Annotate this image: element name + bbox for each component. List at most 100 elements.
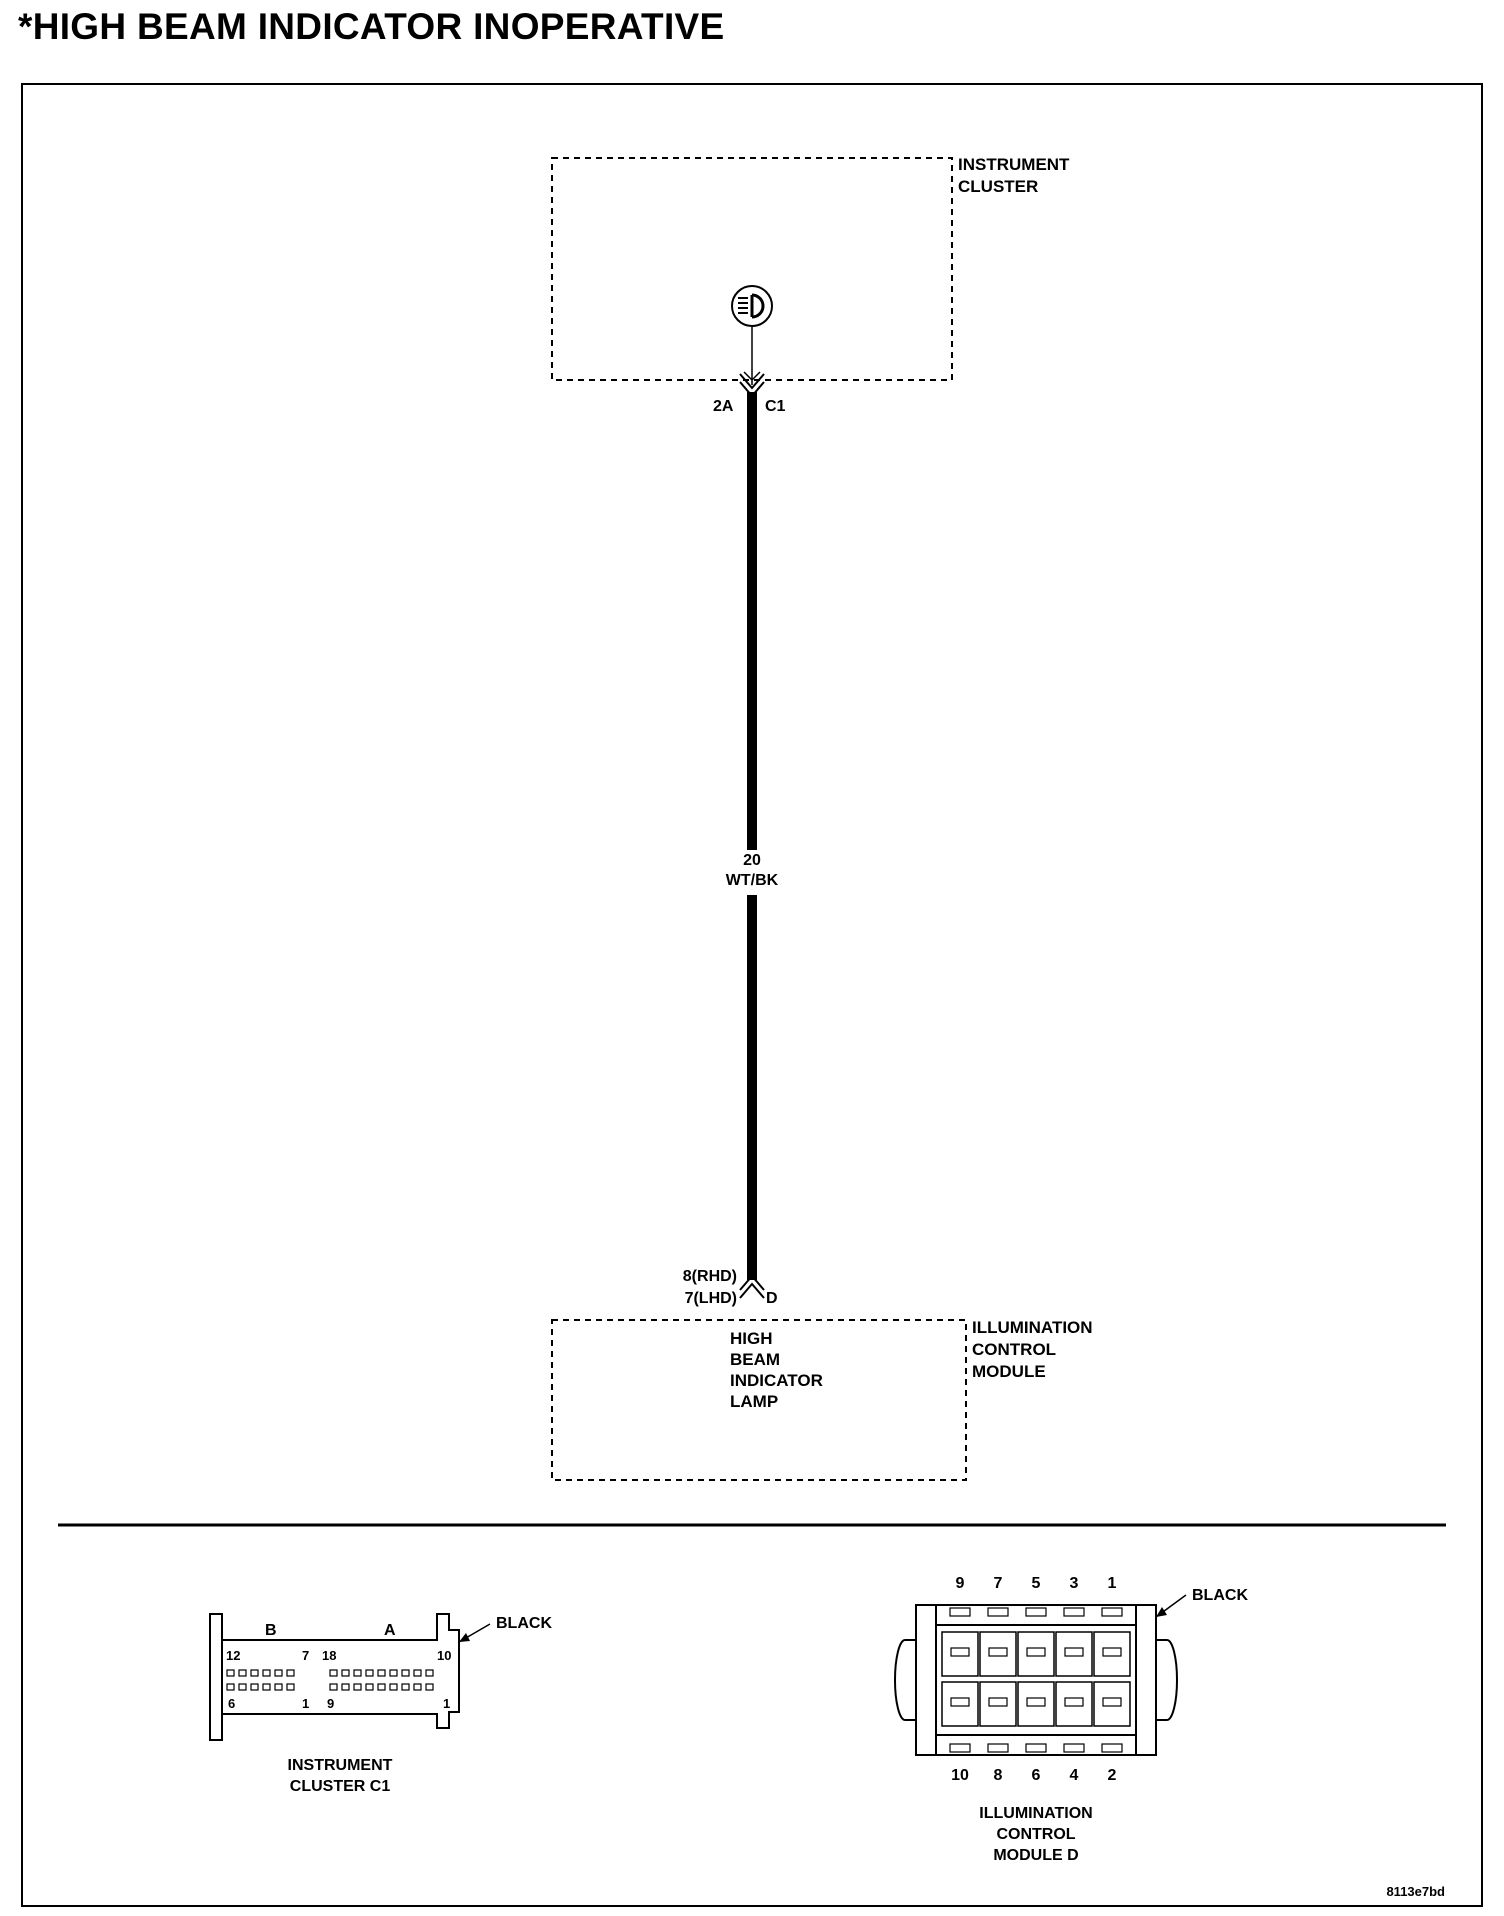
connector-bottom-id: D <box>766 1290 778 1307</box>
illumination-module-box <box>551 1319 967 1481</box>
c1-section-b: B <box>265 1622 277 1639</box>
c1-pin-1b: 1 <box>302 1696 309 1711</box>
c1-pin-cavity <box>341 1669 350 1677</box>
instrument-cluster-label-2: CLUSTER <box>958 177 1038 196</box>
d-pin-cell <box>1017 1681 1055 1727</box>
instrument-cluster-c1-connector <box>209 1613 460 1741</box>
d-top-pin-label: 7 <box>994 1575 1003 1592</box>
c1-pin-cavity <box>365 1669 374 1677</box>
d-color-label: BLACK <box>1192 1587 1248 1604</box>
d-bottom-pin-label: 10 <box>951 1767 969 1784</box>
wire-color: WT/BK <box>726 872 779 889</box>
c1-pin-cavity <box>250 1683 259 1691</box>
d-pin-slot <box>1102 1697 1122 1707</box>
c1-section-a: A <box>384 1622 396 1639</box>
c1-pin-cavity <box>238 1683 247 1691</box>
d-pin-slot <box>950 1697 970 1707</box>
connector-top-pin: 2A <box>713 398 734 415</box>
c1-pin-10: 10 <box>437 1648 451 1663</box>
d-top-pin-label: 3 <box>1070 1575 1079 1592</box>
d-latch-nub <box>949 1607 971 1617</box>
d-latch-nub <box>1025 1607 1047 1617</box>
c1-caption-2: CLUSTER C1 <box>290 1778 391 1795</box>
d-top-pin-label: 9 <box>956 1575 965 1592</box>
d-pin-cell <box>941 1681 979 1727</box>
lamp-label-1: HIGH <box>730 1329 773 1348</box>
c1-pin-cavity <box>262 1683 271 1691</box>
lamp-label-2: BEAM <box>730 1350 780 1369</box>
connector-d-chevron <box>739 1274 765 1299</box>
d-caption-1: ILLUMINATION <box>979 1805 1092 1822</box>
d-bottom-pin-label: 4 <box>1070 1767 1079 1784</box>
d-top-pin-label: 5 <box>1032 1575 1041 1592</box>
d-pin-cell <box>979 1631 1017 1677</box>
c1-color-pointer <box>458 1623 491 1643</box>
c1-pin-cavity <box>401 1683 410 1691</box>
d-pin-cell <box>1093 1631 1131 1677</box>
d-pin-slot <box>988 1647 1008 1657</box>
d-pin-cell <box>1055 1631 1093 1677</box>
c1-pin-1a: 1 <box>443 1696 450 1711</box>
d-pin-cell <box>1017 1631 1055 1677</box>
high-beam-lamp-icon <box>731 285 773 327</box>
instrument-cluster-label-1: INSTRUMENT <box>958 155 1070 174</box>
d-pin-slot <box>1026 1697 1046 1707</box>
c1-pin-cavity <box>425 1669 434 1677</box>
illumination-module-label-1: ILLUMINATION <box>972 1318 1093 1337</box>
c1-pin-cavity <box>365 1683 374 1691</box>
d-bottom-pin-label: 6 <box>1032 1767 1041 1784</box>
illumination-module-d-connector <box>894 1604 1178 1756</box>
d-pin-slot <box>988 1697 1008 1707</box>
d-pin-slot <box>1102 1647 1122 1657</box>
d-latch-nub <box>987 1607 1009 1617</box>
c1-pin-cavity <box>353 1669 362 1677</box>
d-caption-2: CONTROL <box>996 1826 1075 1843</box>
d-pin-cell <box>1093 1681 1131 1727</box>
c1-pin-cavity <box>262 1669 271 1677</box>
d-pin-cell <box>941 1631 979 1677</box>
d-pin-slot <box>950 1647 970 1657</box>
connector-top-id: C1 <box>765 398 786 415</box>
instrument-cluster-box <box>551 157 953 381</box>
c1-pin-6: 6 <box>228 1696 235 1711</box>
d-pin-slot <box>1064 1647 1084 1657</box>
d-latch-nub <box>949 1743 971 1753</box>
c1-pin-cavity <box>329 1669 338 1677</box>
c1-pin-cavity <box>226 1683 235 1691</box>
d-bottom-pin-label: 8 <box>994 1767 1003 1784</box>
c1-pin-cavity <box>401 1669 410 1677</box>
c1-pin-cavity <box>250 1669 259 1677</box>
c1-pin-cavity <box>274 1683 283 1691</box>
connector-bottom-pin-lhd: 7(LHD) <box>685 1290 737 1307</box>
c1-pin-18: 18 <box>322 1648 336 1663</box>
d-bottom-pin-label: 2 <box>1108 1767 1117 1784</box>
c1-pin-cavity <box>377 1669 386 1677</box>
lamp-label-4: LAMP <box>730 1392 778 1411</box>
d-latch-nub <box>1063 1743 1085 1753</box>
c1-pin-cavity <box>329 1683 338 1691</box>
c1-pin-cavity <box>341 1683 350 1691</box>
c1-pin-9: 9 <box>327 1696 334 1711</box>
d-pin-slot <box>1064 1697 1084 1707</box>
d-pin-cell <box>979 1681 1017 1727</box>
connector-bottom-pin-rhd: 8(RHD) <box>683 1268 737 1285</box>
d-color-pointer <box>1155 1594 1187 1618</box>
d-latch-nub <box>1101 1743 1123 1753</box>
diagram-frame <box>21 83 1483 1907</box>
illumination-module-label-2: CONTROL <box>972 1340 1056 1359</box>
c1-pin-cavity <box>425 1683 434 1691</box>
lamp-label-3: INDICATOR <box>730 1371 823 1390</box>
d-pin-slot <box>1026 1647 1046 1657</box>
d-caption-3: MODULE D <box>993 1847 1078 1864</box>
c1-pin-cavity <box>286 1669 295 1677</box>
c1-pin-cavity <box>238 1669 247 1677</box>
c1-pin-cavity <box>413 1669 422 1677</box>
d-pin-cell <box>1055 1681 1093 1727</box>
c1-pin-cavity <box>377 1683 386 1691</box>
c1-pin-cavity <box>286 1683 295 1691</box>
wire-gauge: 20 <box>743 852 761 869</box>
d-latch-nub <box>1063 1607 1085 1617</box>
d-top-pin-label: 1 <box>1108 1575 1117 1592</box>
c1-pin-7: 7 <box>302 1648 309 1663</box>
